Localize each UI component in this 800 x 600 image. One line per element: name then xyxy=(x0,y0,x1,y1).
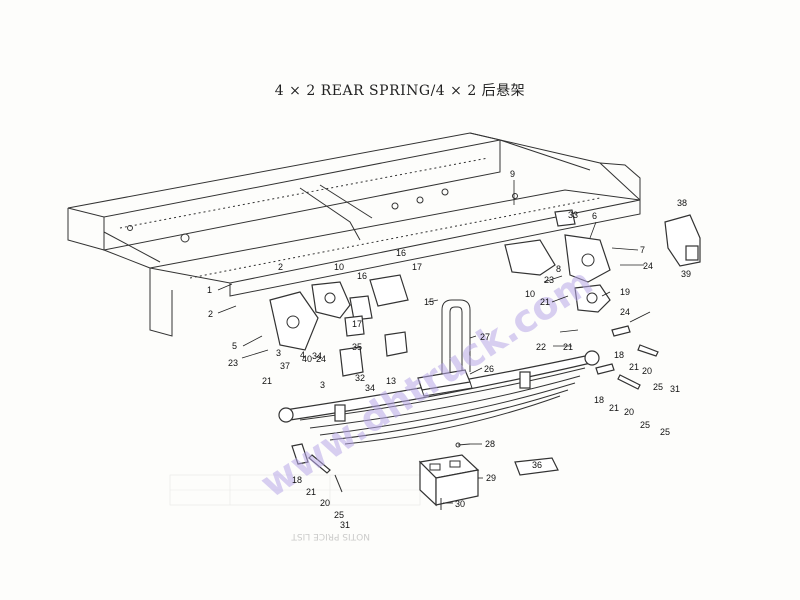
callout-label: 21 xyxy=(563,342,573,352)
callout-label: 30 xyxy=(455,499,465,509)
callout-label: 26 xyxy=(484,364,494,374)
callout-label: 34 xyxy=(312,351,322,361)
callout-label: 8 xyxy=(556,264,561,274)
callout-label: 37 xyxy=(280,361,290,371)
callout-label: 23 xyxy=(228,358,238,368)
callout-label: 40 xyxy=(302,354,312,364)
callout-label: 22 xyxy=(536,342,546,352)
leader-lines xyxy=(217,180,651,504)
side-bracket xyxy=(664,214,701,267)
callout-labels: 1 2 2 3 4 5 6 7 8 9 10 10 13 15 16 16 17… xyxy=(207,169,691,530)
callout-label: 18 xyxy=(614,350,624,360)
callout-label: 6 xyxy=(592,211,597,221)
callout-label: 24 xyxy=(620,307,630,317)
callout-label: 24 xyxy=(643,261,653,271)
callout-label: 31 xyxy=(670,384,680,394)
callout-label: 1 xyxy=(207,285,212,295)
callout-label: 27 xyxy=(480,332,490,342)
callout-label: 21 xyxy=(306,487,316,497)
callout-label: 20 xyxy=(642,366,652,376)
callout-label: 25 xyxy=(653,382,663,392)
callout-label: 9 xyxy=(510,169,515,179)
callout-label: 3 xyxy=(320,380,325,390)
callout-label: 20 xyxy=(624,407,634,417)
spring-seat-plate xyxy=(417,369,473,397)
callout-label: 16 xyxy=(357,271,367,281)
callout-label: 10 xyxy=(525,289,535,299)
callout-label: 31 xyxy=(340,520,350,530)
center-spring-brackets xyxy=(339,274,409,377)
spring-pins-left xyxy=(291,443,343,493)
u-bolt xyxy=(441,299,471,375)
callout-label: 21 xyxy=(609,403,619,413)
callout-label: 23 xyxy=(544,275,554,285)
callout-label: 25 xyxy=(334,510,344,520)
callout-label: 25 xyxy=(660,427,670,437)
callout-label: 13 xyxy=(386,376,396,386)
callout-label: 29 xyxy=(486,473,496,483)
callout-label: 17 xyxy=(412,262,422,272)
chassis-frame xyxy=(67,132,641,337)
callout-label: 3 xyxy=(276,348,281,358)
rubber-buffer-block xyxy=(418,454,480,510)
callout-label: 17 xyxy=(352,319,362,329)
callout-label: 18 xyxy=(292,475,302,485)
bolt-28 xyxy=(455,442,471,448)
callout-label: 34 xyxy=(365,383,375,393)
callout-label: 18 xyxy=(594,395,604,405)
callout-label: 16 xyxy=(396,248,406,258)
callout-label: 35 xyxy=(352,342,362,352)
page-title: 4 × 2 REAR SPRING/4 × 2 后悬架 xyxy=(274,83,526,99)
callout-label: 7 xyxy=(640,245,645,255)
callout-label: 38 xyxy=(677,198,687,208)
callout-label: 28 xyxy=(485,439,495,449)
callout-label: 4 xyxy=(300,350,305,360)
front-hanger-bracket xyxy=(269,281,351,351)
callout-label: 19 xyxy=(620,287,630,297)
spring-shackle xyxy=(574,284,611,313)
callout-label: 33 xyxy=(568,210,578,220)
spring-pins-right xyxy=(595,325,659,390)
callout-label: 10 xyxy=(334,262,344,272)
callout-label: 2 xyxy=(208,309,213,319)
callout-label: 5 xyxy=(232,341,237,351)
callout-label: 21 xyxy=(262,376,272,386)
callout-label: 21 xyxy=(540,297,550,307)
callout-label: 21 xyxy=(629,362,639,372)
callout-label: 20 xyxy=(320,498,330,508)
callout-label: 2 xyxy=(278,262,283,272)
callout-label: 36 xyxy=(532,460,542,470)
callout-label: 39 xyxy=(681,269,691,279)
shim-plate xyxy=(514,457,559,476)
callout-label: 25 xyxy=(640,420,650,430)
callout-label: 15 xyxy=(424,297,434,307)
callout-label: 32 xyxy=(355,373,365,383)
callout-label: 24 xyxy=(316,354,326,364)
rear-hanger-bracket xyxy=(504,209,611,283)
bleed-through-text: NOTIS PRICE LIST xyxy=(291,531,370,541)
